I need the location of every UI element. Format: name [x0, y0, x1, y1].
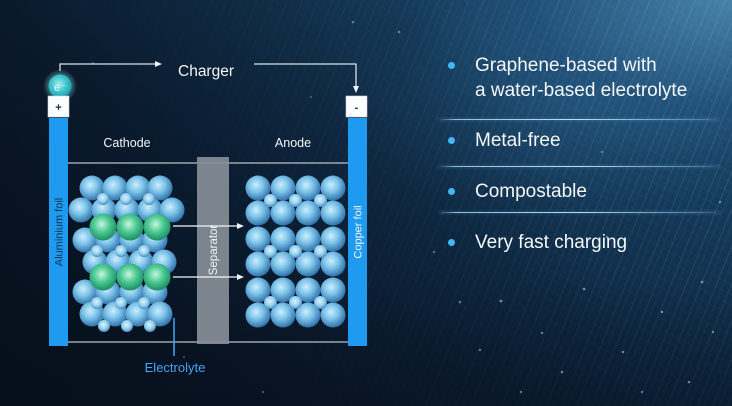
blue-ion-sphere — [270, 251, 296, 277]
negative-terminal — [345, 95, 368, 118]
small-ion-sphere — [289, 296, 302, 309]
electron-icon — [48, 74, 72, 98]
small-ion-sphere — [264, 296, 277, 309]
green-ion-sphere — [89, 263, 117, 291]
blue-ion-sphere — [295, 200, 321, 226]
blue-ion-sphere — [295, 277, 321, 303]
blue-ion-sphere — [245, 302, 271, 328]
separator-label: Separator — [208, 225, 220, 276]
blue-ion-sphere — [79, 175, 105, 201]
feature-list: Graphene-based with a water-based electr… — [437, 0, 729, 406]
battery-diagram: Charger e⁻ + - Aluminium foil Copper foi… — [43, 61, 368, 375]
electron-label: e⁻ — [54, 82, 66, 94]
blue-ion-sphere — [295, 175, 321, 201]
small-ion-sphere — [314, 194, 327, 207]
feature-item-metal-free: Metal-free — [437, 128, 561, 153]
blue-ion-sphere — [125, 175, 151, 201]
blue-ion-sphere — [295, 302, 321, 328]
small-ion-sphere — [115, 245, 127, 257]
small-ion-sphere — [264, 245, 277, 258]
electrolyte-label: Electrolyte — [145, 360, 206, 375]
charger-wire-right-arrow — [254, 63, 359, 93]
copper-foil-label: Copper foil — [353, 205, 365, 258]
blue-ion-sphere — [320, 200, 346, 226]
feature-item-graphene: Graphene-based with a water-based electr… — [437, 53, 687, 103]
small-ion-sphere — [91, 297, 103, 309]
feature-text: Graphene-based with a water-based electr… — [475, 53, 687, 103]
feature-line: a water-based electrolyte — [475, 80, 688, 101]
feature-text: Metal-free — [475, 130, 561, 151]
small-ion-sphere — [97, 193, 109, 205]
small-ion-sphere — [120, 193, 132, 205]
blue-ion-sphere — [245, 277, 271, 303]
blue-ion-sphere — [245, 226, 271, 252]
small-ion-sphere — [121, 320, 133, 332]
blue-ion-sphere — [72, 227, 98, 253]
green-ion-sphere — [116, 213, 144, 241]
small-ion-sphere — [289, 194, 302, 207]
green-ion-sphere — [116, 263, 144, 291]
blue-ion-sphere — [159, 197, 185, 223]
blue-ion-sphere — [320, 251, 346, 277]
separator — [197, 157, 229, 344]
aluminium-foil — [49, 118, 68, 346]
blue-ion-sphere — [270, 302, 296, 328]
blue-ion-sphere — [270, 175, 296, 201]
divider — [438, 166, 721, 167]
green-ion-sphere — [89, 213, 117, 241]
green-ion-sphere — [143, 263, 171, 291]
cathode-label: Cathode — [103, 136, 150, 150]
green-ion-sphere — [143, 213, 171, 241]
blue-ion-sphere — [270, 200, 296, 226]
blue-ion-sphere — [270, 277, 296, 303]
bullet-icon — [448, 62, 455, 69]
bullet-icon — [448, 137, 455, 144]
small-ion-sphere — [314, 296, 327, 309]
small-ion-sphere — [143, 193, 155, 205]
positive-terminal — [47, 95, 70, 118]
positive-terminal-label: + — [55, 102, 61, 114]
small-ion-sphere — [91, 245, 103, 257]
blue-ion-sphere — [320, 175, 346, 201]
anode-label: Anode — [275, 136, 311, 150]
blue-ion-sphere — [147, 175, 173, 201]
copper-foil — [348, 118, 367, 346]
bullet-icon — [448, 188, 455, 195]
small-ion-sphere — [115, 297, 127, 309]
divider — [438, 212, 721, 213]
cathode-lattice — [68, 175, 185, 332]
charger-wire-left-arrow — [59, 61, 162, 71]
blue-ion-sphere — [320, 226, 346, 252]
small-ion-sphere — [264, 194, 277, 207]
blue-ion-sphere — [295, 226, 321, 252]
small-ion-sphere — [314, 245, 327, 258]
blue-ion-sphere — [320, 302, 346, 328]
blue-ion-sphere — [245, 200, 271, 226]
blue-ion-sphere — [68, 197, 94, 223]
feature-text: Very fast charging — [475, 232, 628, 253]
small-ion-sphere — [144, 320, 156, 332]
feature-text: Compostable — [475, 181, 587, 202]
charger-label: Charger — [178, 63, 234, 80]
small-ion-sphere — [138, 297, 150, 309]
blue-ion-sphere — [270, 226, 296, 252]
blue-ion-sphere — [102, 175, 128, 201]
bullet-icon — [448, 239, 455, 246]
small-ion-sphere — [98, 320, 110, 332]
aluminium-foil-label: Aluminium foil — [54, 198, 66, 266]
divider — [438, 119, 721, 120]
blue-ion-sphere — [295, 251, 321, 277]
blue-ion-sphere — [245, 251, 271, 277]
blue-ion-sphere — [72, 279, 98, 305]
small-ion-sphere — [289, 245, 302, 258]
blue-ion-sphere — [147, 301, 173, 327]
blue-ion-sphere — [245, 175, 271, 201]
small-ion-sphere — [138, 245, 150, 257]
anode-lattice — [245, 175, 346, 328]
feature-item-compostable: Compostable — [437, 179, 587, 204]
feature-line: Graphene-based with — [475, 55, 657, 76]
blue-ion-sphere — [320, 277, 346, 303]
feature-item-fast-charging: Very fast charging — [437, 230, 627, 255]
negative-terminal-label: - — [355, 102, 359, 114]
